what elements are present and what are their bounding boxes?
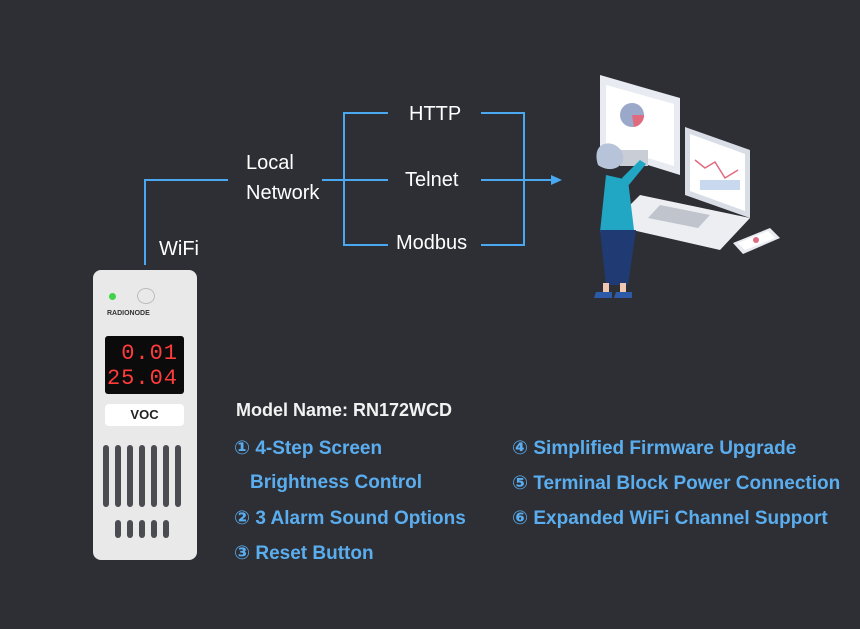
vent-slot <box>103 445 109 507</box>
arrow-head-icon <box>551 175 562 185</box>
vent-slot <box>151 445 157 507</box>
feature-3: ③ Reset Button <box>234 543 374 564</box>
local-network-label-line1: Local <box>246 152 294 174</box>
display-value-1: 0.01 <box>121 341 178 366</box>
power-led-icon <box>109 293 116 300</box>
wireless-icon <box>137 288 155 304</box>
vent-slot <box>115 520 121 538</box>
feature-1-line1: ① 4-Step Screen <box>234 438 383 459</box>
device-display: 0.01 25.04 <box>105 336 184 394</box>
desktop-monitor-icon <box>600 75 680 175</box>
feature-4: ④ Simplified Firmware Upgrade <box>512 438 797 459</box>
vent-slot <box>163 445 169 507</box>
sensor-type-label: VOC <box>105 404 184 426</box>
phone-icon <box>733 228 780 254</box>
device-brand: RADIONODE <box>107 310 150 317</box>
wifi-connector-line <box>144 179 228 265</box>
vent-slot <box>139 520 145 538</box>
protocol-modbus: Modbus <box>396 232 468 254</box>
vent-slot <box>163 520 169 538</box>
wifi-label: WiFi <box>159 238 199 260</box>
vent-slot <box>127 520 133 538</box>
feature-5: ⑤ Terminal Block Power Connection <box>512 473 841 494</box>
vent-slot <box>175 445 181 507</box>
feature-2: ② 3 Alarm Sound Options <box>234 508 466 529</box>
model-name: Model Name: RN172WCD <box>236 400 453 420</box>
protocol-http: HTTP <box>409 103 462 125</box>
local-network-label-line2: Network <box>246 182 320 204</box>
feature-1-line2: Brightness Control <box>250 472 423 493</box>
vent-slot <box>115 445 121 507</box>
vent-slot <box>127 445 133 507</box>
vent-slot <box>151 520 157 538</box>
display-value-2: 25.04 <box>106 366 178 391</box>
protocol-telnet: Telnet <box>405 169 459 191</box>
person-figure-icon <box>594 143 646 298</box>
sensor-device-image: RADIONODE 0.01 25.04 VOC <box>93 270 197 560</box>
laptop-icon <box>610 127 750 250</box>
vent-slot <box>139 445 145 507</box>
feature-6: ⑥ Expanded WiFi Channel Support <box>512 508 828 529</box>
